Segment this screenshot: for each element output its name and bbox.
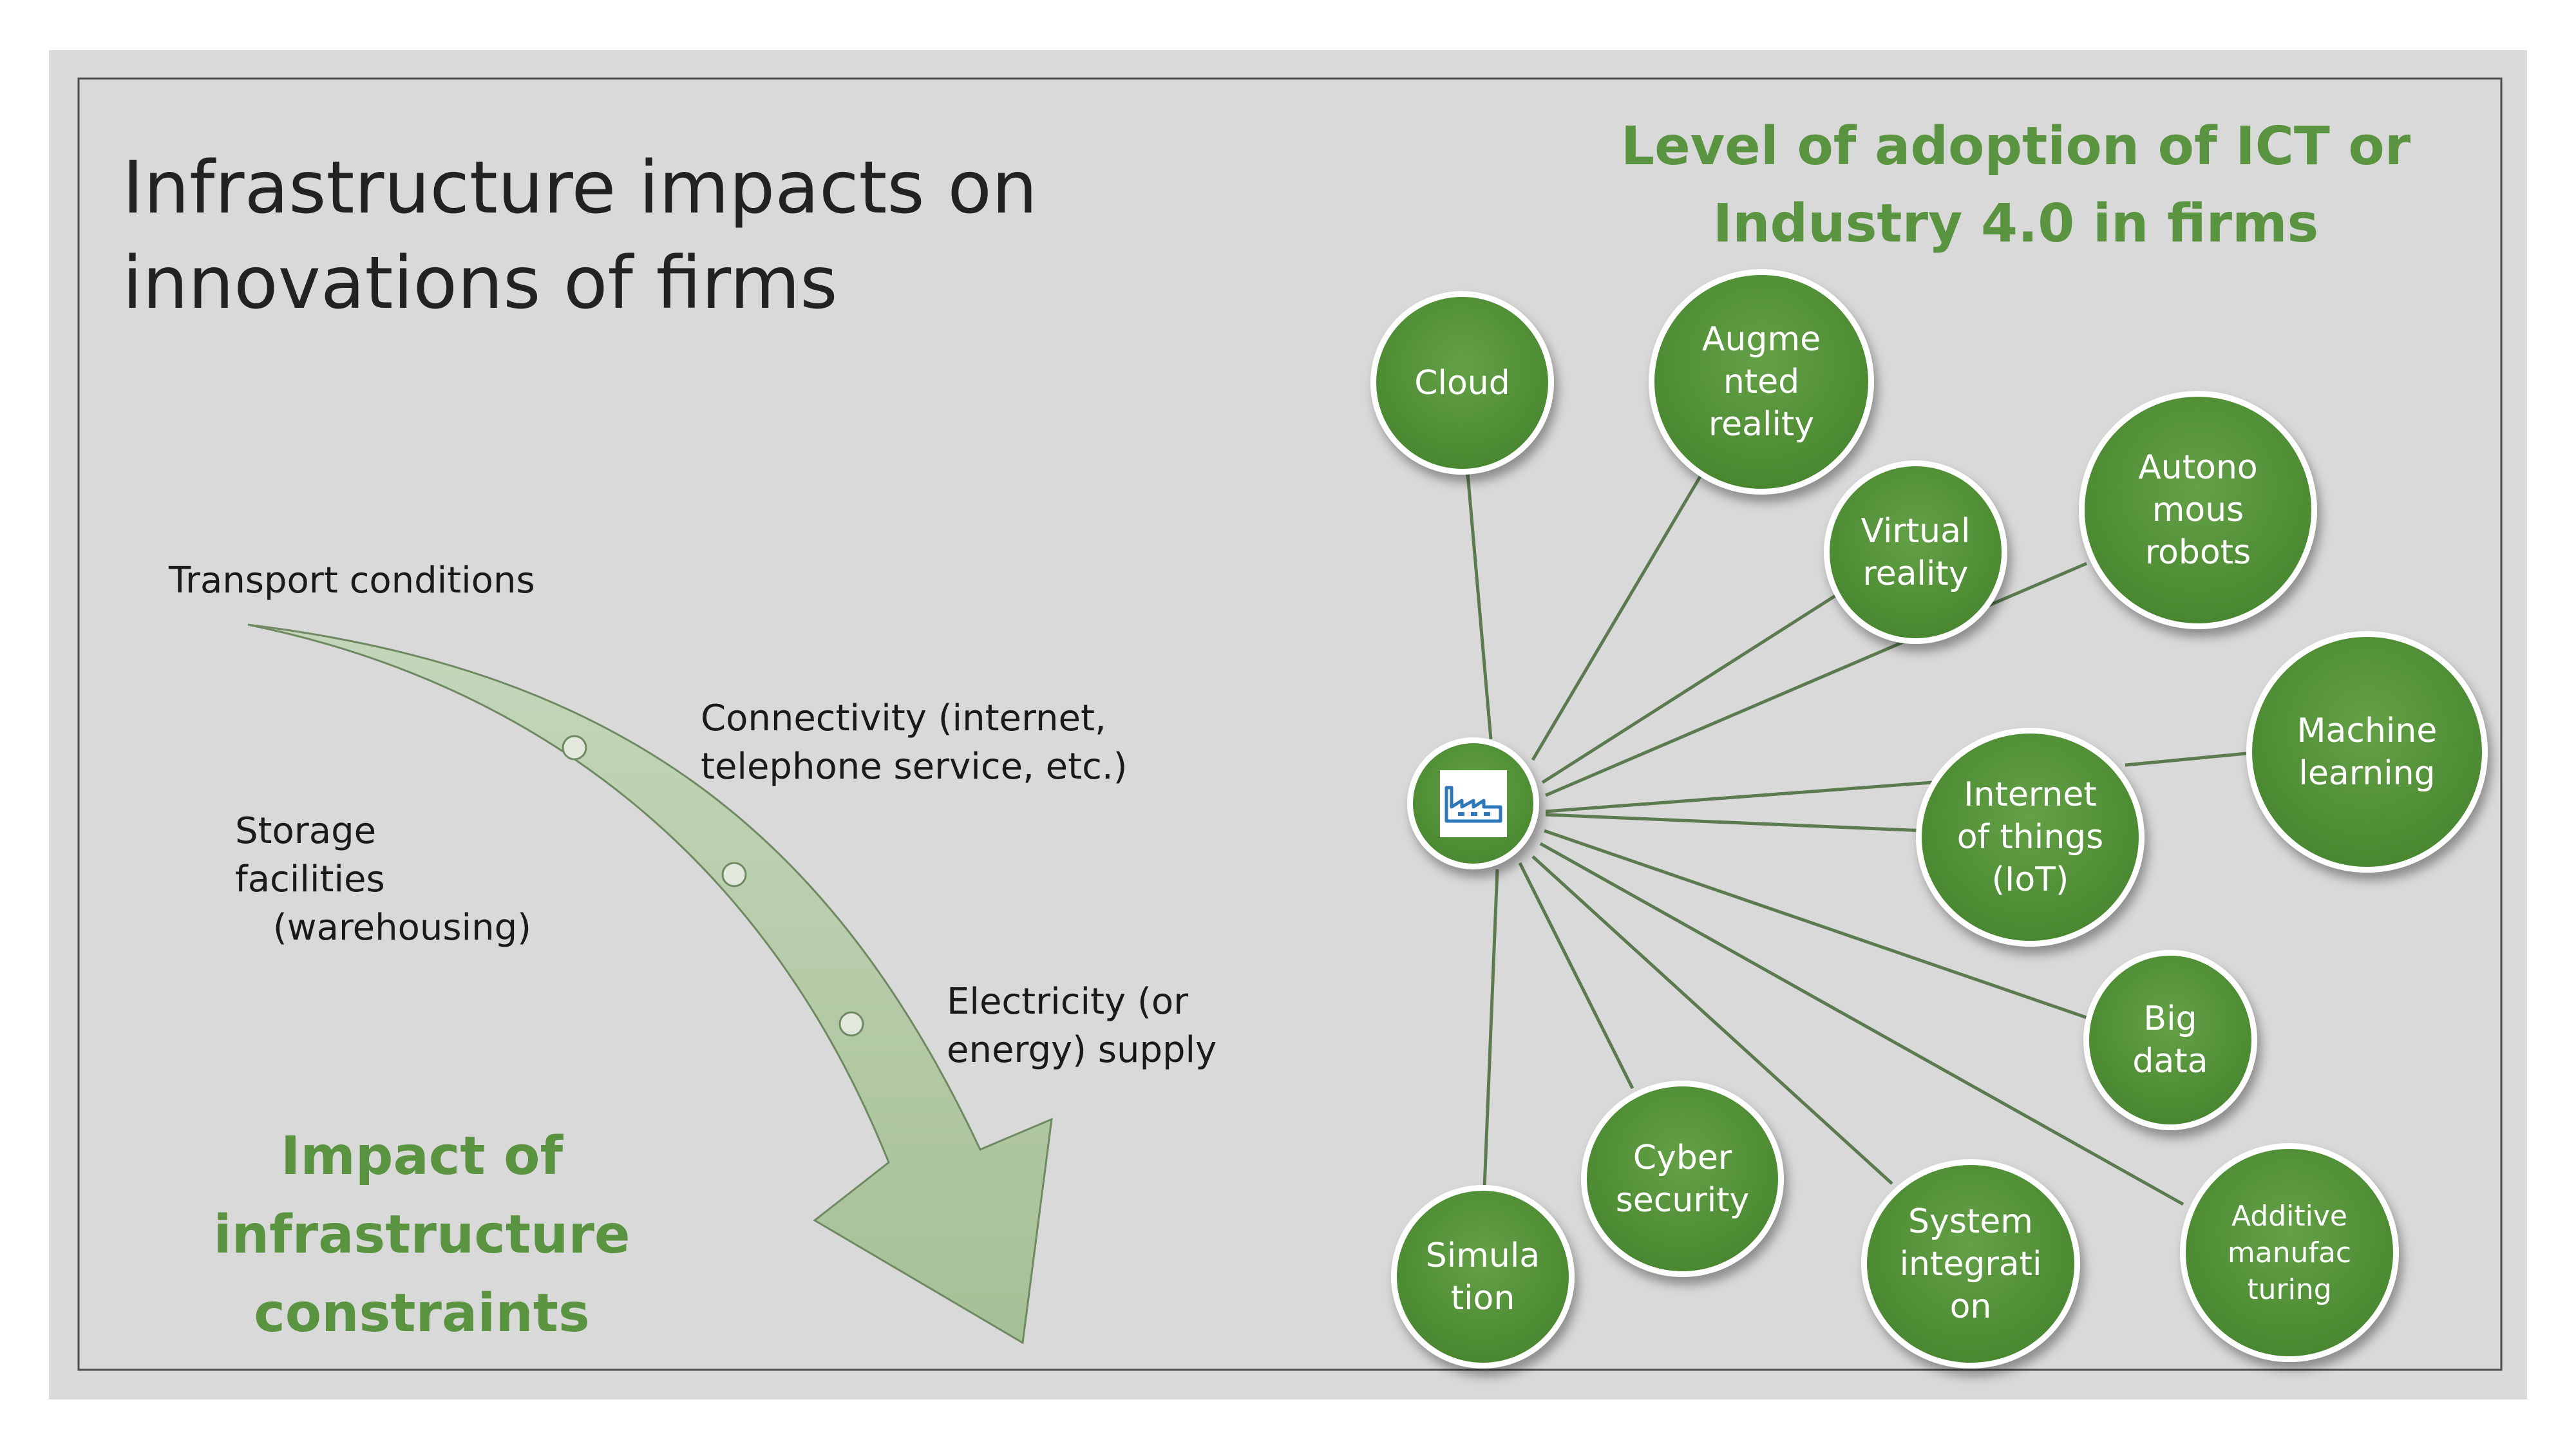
connector-autonomous-robots [1545, 562, 2087, 797]
node-autonomous-robots-line1: Autono [2138, 448, 2258, 487]
slide-frame [77, 77, 2503, 1371]
node-augmented-reality-line2: nted [1723, 363, 1800, 401]
node-virtual-reality-line2: reality [1862, 554, 1969, 593]
node-simulation: Simula tion [1391, 1185, 1575, 1368]
label-connectivity: Connectivity (internet, telephone servic… [701, 694, 1128, 791]
node-system-integration: System integrati on [1861, 1159, 2080, 1368]
node-cloud-label: Cloud [1414, 363, 1510, 402]
node-augmented-reality-label: Augme nted reality [1702, 318, 1821, 446]
page-title: Infrastructure impacts on innovations of… [122, 146, 1037, 325]
node-cloud: Cloud [1370, 291, 1554, 475]
node-machine-learning-label: Machine learning [2297, 710, 2438, 795]
hub-node [1407, 737, 1539, 869]
node-simulation-label: Simula tion [1426, 1235, 1540, 1320]
hub-connectors [1466, 473, 2247, 1206]
label-connectivity-line1: Connectivity (internet, [701, 697, 1106, 739]
arrow-marker-storage [721, 862, 747, 887]
arrow-marker-electricity [838, 1011, 864, 1037]
node-system-integration-line2: integrati [1899, 1244, 2042, 1283]
node-system-integration-line3: on [1949, 1287, 1992, 1326]
impact-heading: Impact of infrastructure constraints [213, 1126, 630, 1344]
node-virtual-reality-label: Virtual reality [1861, 510, 1971, 595]
node-additive-manufacturing-line3: turing [2247, 1273, 2332, 1306]
node-big-data-label: Big data [2132, 998, 2208, 1083]
label-transport: Transport conditions [169, 560, 535, 601]
connector-system-integration [1531, 855, 1893, 1185]
node-augmented-reality-line1: Augme [1701, 320, 1821, 359]
label-storage-line2: (warehousing) [272, 907, 531, 949]
node-additive-manufacturing: Additive manufac turing [2180, 1143, 2399, 1362]
node-simulation-line1: Simula [1425, 1236, 1540, 1275]
connector-augmented-reality [1531, 475, 1702, 761]
node-augmented-reality: Augme nted reality [1649, 269, 1874, 495]
node-big-data: Big data [2083, 950, 2257, 1130]
factory-icon [1444, 786, 1502, 822]
node-autonomous-robots: Autono mous robots [2079, 391, 2317, 629]
node-system-integration-label: System integrati on [1900, 1200, 2042, 1328]
connector-additive-manufacturing [1539, 842, 2184, 1206]
node-cyber-security-line2: security [1615, 1180, 1750, 1220]
hub-icon-frame [1439, 770, 1507, 837]
connector-iot-lower [1545, 813, 1926, 833]
node-cyber-security: Cyber security [1581, 1081, 1784, 1277]
label-storage-line1: Storage facilities [235, 810, 385, 900]
arrow-marker-connectivity [562, 735, 587, 761]
label-electricity-line2: energy) supply [947, 1029, 1217, 1071]
ict-adoption-heading: Level of adoption of ICT or Industry 4.0… [1620, 116, 2411, 254]
connector-cyber-security [1518, 862, 1634, 1090]
node-big-data-line2: data [2132, 1042, 2208, 1081]
node-iot-line3: (IoT) [1991, 860, 2069, 899]
node-system-integration-line1: System [1908, 1202, 2033, 1241]
node-autonomous-robots-label: Autono mous robots [2138, 446, 2258, 574]
node-iot: Internet of things (IoT) [1916, 728, 2145, 947]
node-additive-manufacturing-line1: Additive [2231, 1199, 2347, 1233]
node-additive-manufacturing-label: Additive manufac turing [2228, 1198, 2351, 1308]
slide-background [49, 50, 2527, 1399]
node-autonomous-robots-line3: robots [2145, 533, 2251, 572]
node-machine-learning: Machine learning [2246, 631, 2488, 873]
connector-big-data [1544, 829, 2087, 1019]
label-electricity: Electricity (or energy) supply [947, 978, 1217, 1074]
connector-iot-upper [1545, 781, 1933, 813]
node-machine-learning-line2: learning [2298, 753, 2436, 793]
label-storage: Storage facilities (warehousing) [235, 807, 531, 952]
node-autonomous-robots-line2: mous [2152, 491, 2244, 529]
node-cyber-security-label: Cyber security [1616, 1137, 1750, 1222]
node-simulation-line2: tion [1450, 1278, 1515, 1318]
node-iot-line2: of things [1956, 818, 2104, 857]
node-additive-manufacturing-line2: manufac [2227, 1236, 2352, 1269]
connector-virtual-reality [1541, 594, 1837, 784]
node-iot-label: Internet of things (IoT) [1957, 773, 2104, 901]
node-augmented-reality-line3: reality [1708, 405, 1815, 444]
node-machine-learning-line1: Machine [2297, 711, 2438, 750]
connector-cloud [1466, 473, 1493, 740]
node-big-data-line1: Big [2143, 999, 2197, 1038]
node-iot-line1: Internet [1964, 775, 2097, 814]
node-virtual-reality: Virtual reality [1824, 460, 2007, 644]
label-electricity-line1: Electricity (or [947, 981, 1189, 1023]
label-connectivity-line2: telephone service, etc.) [701, 746, 1128, 788]
node-virtual-reality-line1: Virtual [1861, 511, 1971, 551]
connector-simulation [1482, 869, 1499, 1189]
impact-arrow [247, 623, 1053, 1345]
node-cyber-security-line1: Cyber [1633, 1138, 1732, 1177]
connector-iot-machine-learning [2125, 752, 2247, 767]
